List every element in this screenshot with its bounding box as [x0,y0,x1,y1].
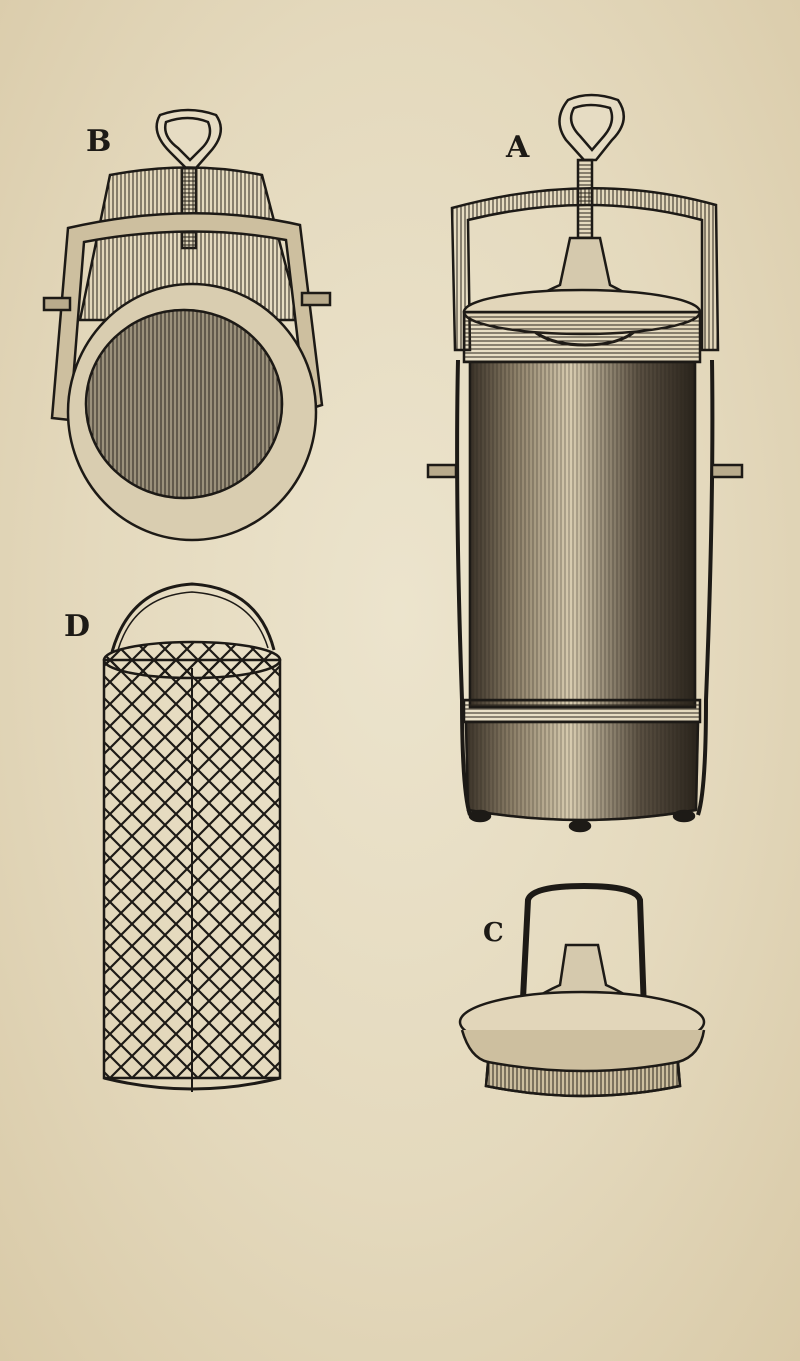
figure-label-d: D [64,609,91,644]
figure-label-c: C [483,918,504,948]
figure-b-bell [42,108,332,542]
figure-a-lamp [426,93,744,833]
figure-c-lid [458,882,706,1098]
figure-label-b: B [86,124,112,159]
figure-label-a: A [506,130,530,165]
figure-d-gauze [102,582,282,1092]
